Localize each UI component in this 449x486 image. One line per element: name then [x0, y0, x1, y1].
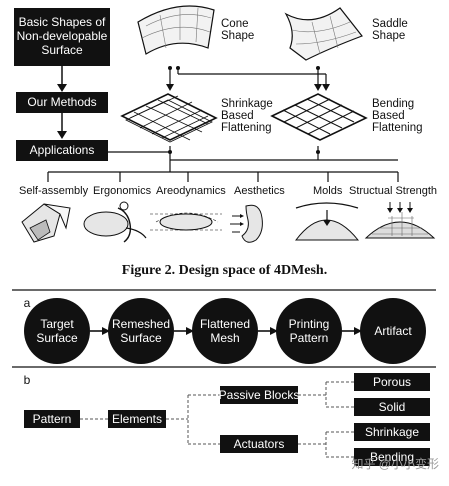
shrinkage-flattening-label: Shrinkage Based Flattening: [221, 98, 273, 135]
step-printing-pattern: Printing Pattern: [276, 298, 342, 364]
self-assembly-icon: [21, 203, 71, 243]
molds-icon: [294, 202, 360, 241]
structural-strength-icon: [364, 202, 436, 239]
passive-blocks-box: Passive Blocks: [218, 386, 300, 404]
app-label-structural-strength: Structual Strength: [349, 185, 438, 197]
step-printing-pattern-label: Printing Pattern: [288, 316, 330, 345]
saddle-surface-icon: [284, 7, 363, 61]
step-target-surface-label: Target Surface: [36, 316, 78, 345]
panel-b-letter: b: [23, 373, 31, 387]
bending-mesh-icon: [270, 93, 368, 141]
actuators-box: Actuators: [220, 435, 298, 453]
figure-caption: Figure 2. Design space of 4DMesh.: [121, 263, 328, 278]
saddle-shape-label: Saddle Shape: [372, 18, 408, 43]
cone-shape-label: Cone Shape: [221, 18, 255, 43]
step-remeshed-surface: Remeshed Surface: [108, 298, 174, 364]
our-methods-box: Our Methods: [16, 92, 108, 113]
app-label-aesthetics: Aesthetics: [234, 185, 285, 197]
step-flattened-mesh-label: Flattened Mesh: [199, 316, 251, 345]
applications-box: Applications: [16, 140, 108, 161]
step-artifact-label: Artifact: [374, 323, 412, 338]
aerodynamics-icon: [150, 212, 222, 231]
basic-shapes-box: Basic Shapes of Non-developable Surface: [14, 8, 110, 66]
bending-box: Bending: [354, 448, 430, 466]
panel-a-letter: a: [23, 296, 31, 310]
flow-arrows-a: [90, 327, 362, 335]
solid-box: Solid: [354, 398, 430, 416]
elements-box: Elements: [108, 410, 166, 428]
app-label-molds: Molds: [313, 185, 343, 197]
step-target-surface: Target Surface: [24, 298, 90, 364]
aesthetics-icon: [230, 204, 263, 243]
pattern-box: Pattern: [24, 410, 80, 428]
app-label-self-assembly: Self-assembly: [19, 185, 89, 197]
shrinkage-mesh-icon: [120, 93, 218, 143]
cone-surface-icon: [137, 5, 215, 55]
app-label-aerodynamics: Areodynamics: [156, 185, 226, 197]
porous-box: Porous: [354, 373, 430, 391]
watermark: 知乎 @小小变形: [351, 457, 439, 471]
tree-connectors-b: [80, 381, 354, 458]
ergonomics-icon: [83, 201, 147, 243]
shrinkage-box: Shrinkage: [354, 423, 430, 441]
app-label-ergonomics: Ergonomics: [93, 185, 152, 197]
step-artifact: Artifact: [360, 298, 426, 364]
bending-flattening-label: Bending Based Flattening: [372, 98, 423, 135]
step-flattened-mesh: Flattened Mesh: [192, 298, 258, 364]
step-remeshed-surface-label: Remeshed Surface: [111, 316, 171, 345]
